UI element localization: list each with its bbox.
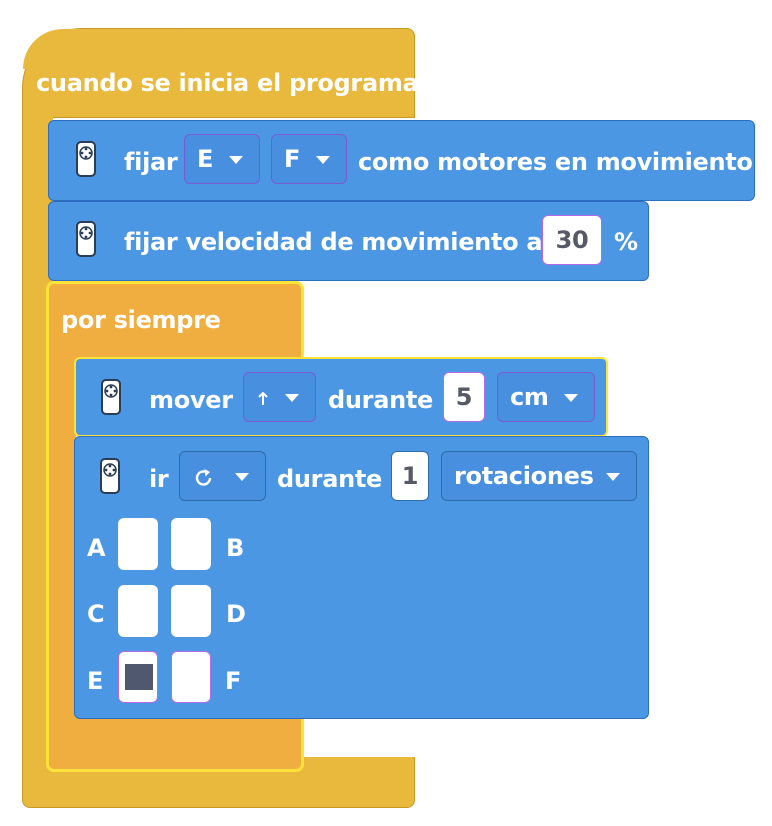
go-block[interactable]: ir durante 1 rotaciones A B C D E F bbox=[74, 436, 649, 719]
during-label: durante bbox=[328, 386, 434, 414]
port-f-toggle[interactable] bbox=[171, 651, 211, 703]
forever-label: por siempre bbox=[61, 306, 221, 334]
right-motor-value: F bbox=[284, 145, 301, 173]
port-c-toggle[interactable] bbox=[118, 585, 158, 637]
port-label-c: C bbox=[87, 600, 105, 628]
port-label-a: A bbox=[87, 534, 106, 562]
go-label: ir bbox=[149, 465, 169, 493]
set-speed-label: fijar velocidad de movimiento al bbox=[124, 228, 551, 256]
motor-remote-icon bbox=[101, 379, 121, 415]
set-speed-block[interactable]: fijar velocidad de movimiento al 30 % bbox=[48, 201, 649, 281]
motor-remote-icon bbox=[76, 141, 96, 177]
move-block[interactable]: mover durante 5 cm bbox=[74, 357, 608, 437]
rotation-unit-dropdown[interactable]: rotaciones bbox=[441, 451, 637, 501]
chevron-down-icon bbox=[606, 473, 620, 481]
direction-dropdown[interactable] bbox=[243, 372, 316, 422]
port-e-selected-indicator bbox=[125, 664, 153, 690]
rotation-unit-value: rotaciones bbox=[454, 462, 594, 490]
unit-value: cm bbox=[510, 383, 549, 411]
port-e-toggle[interactable] bbox=[118, 651, 158, 703]
motor-remote-icon bbox=[76, 221, 96, 257]
port-label-f: F bbox=[225, 667, 242, 695]
rotation-direction-dropdown[interactable] bbox=[179, 451, 266, 501]
forever-loop-footer bbox=[46, 714, 304, 772]
port-a-toggle[interactable] bbox=[118, 518, 158, 570]
distance-input[interactable]: 5 bbox=[443, 372, 485, 422]
chevron-down-icon bbox=[316, 156, 330, 164]
port-label-d: D bbox=[226, 600, 246, 628]
clockwise-icon bbox=[195, 469, 212, 486]
left-motor-value: E bbox=[197, 145, 214, 173]
speed-value: 30 bbox=[555, 226, 589, 254]
speed-unit: % bbox=[614, 228, 638, 256]
event-block[interactable] bbox=[22, 28, 415, 118]
motor-remote-icon bbox=[100, 458, 120, 494]
speed-input[interactable]: 30 bbox=[542, 215, 602, 265]
set-motors-block[interactable]: fijar E F como motores en movimiento bbox=[48, 120, 755, 201]
port-label-b: B bbox=[226, 534, 244, 562]
rotations-input[interactable]: 1 bbox=[391, 451, 429, 501]
port-b-toggle[interactable] bbox=[171, 518, 211, 570]
left-motor-dropdown[interactable]: E bbox=[184, 134, 260, 184]
chevron-down-icon bbox=[229, 156, 243, 164]
port-d-toggle[interactable] bbox=[171, 585, 211, 637]
arrow-up-icon bbox=[258, 392, 268, 405]
during-label: durante bbox=[277, 465, 383, 493]
motors-tail-label: como motores en movimiento bbox=[358, 148, 753, 176]
rotations-value: 1 bbox=[401, 462, 419, 490]
event-block-label: cuando se inicia el programa bbox=[36, 69, 419, 97]
chevron-down-icon bbox=[235, 473, 249, 481]
port-label-e: E bbox=[87, 667, 104, 695]
right-motor-dropdown[interactable]: F bbox=[271, 134, 347, 184]
move-label: mover bbox=[149, 386, 233, 414]
chevron-down-icon bbox=[285, 394, 299, 402]
distance-value: 5 bbox=[455, 383, 473, 411]
forever-loop-spine bbox=[46, 358, 76, 718]
chevron-down-icon bbox=[564, 394, 578, 402]
unit-dropdown[interactable]: cm bbox=[497, 372, 595, 422]
forever-loop-block[interactable] bbox=[46, 281, 304, 361]
set-label: fijar bbox=[124, 148, 178, 176]
